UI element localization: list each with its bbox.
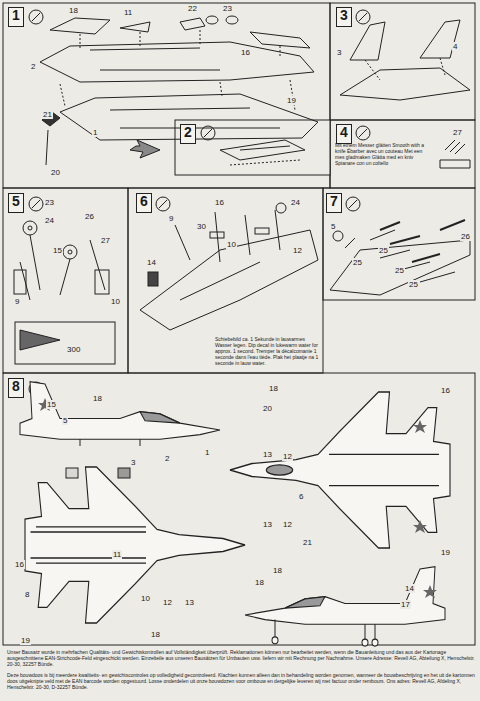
callout-number: 5 — [330, 222, 336, 231]
fuselage-underside — [140, 203, 318, 330]
callout-number: 15 — [46, 400, 57, 409]
step-number: 1 — [8, 7, 24, 27]
callout-number: 9 — [14, 297, 20, 306]
step-number: 2 — [180, 124, 196, 144]
callout-number: 23 — [44, 198, 55, 207]
smoothing-detail — [440, 140, 470, 168]
callout-number: 12 — [282, 520, 293, 529]
callout-number: 12 — [162, 598, 173, 607]
callout-number: 12 — [292, 246, 303, 255]
callout-number: 3 — [130, 458, 136, 467]
cockpit-part — [220, 140, 305, 165]
callout-number: 10 — [110, 297, 121, 306]
star-marks — [38, 398, 437, 598]
callout-number: 18 — [150, 630, 161, 639]
callout-number: 26 — [460, 232, 471, 241]
step-label: 4 — [337, 125, 351, 140]
step-label: 7 — [327, 194, 341, 209]
callout-number: 17 — [400, 600, 411, 609]
callout-number: 22 — [187, 4, 198, 13]
callout-number: 16 — [440, 386, 451, 395]
callout-number: 19 — [20, 636, 31, 645]
callout-number: 18 — [272, 566, 283, 575]
callout-number: 13 — [184, 598, 195, 607]
callout-number: 25 — [394, 266, 405, 275]
wing-stores — [330, 220, 470, 295]
callout-number: 2 — [30, 62, 36, 71]
landing-gear — [14, 221, 115, 364]
paint-icon — [29, 10, 370, 396]
step-number: 3 — [336, 7, 352, 27]
callout-number: 27 — [100, 236, 111, 245]
callout-number: 14 — [146, 258, 157, 267]
callout-number: 16 — [240, 48, 251, 57]
step-label: 2 — [181, 125, 195, 140]
callout-number: 3 — [336, 48, 342, 57]
step-label: 5 — [9, 194, 23, 209]
callout-number: 12 — [282, 452, 293, 461]
callout-number: 1 — [92, 128, 98, 137]
step-label: 6 — [137, 194, 151, 209]
callout-number: 10 — [226, 240, 237, 249]
callout-number: 18 — [68, 6, 79, 15]
callout-number: 24 — [44, 216, 55, 225]
callout-number: 25 — [378, 246, 389, 255]
step-label: 1 — [9, 8, 23, 23]
callout-number: 27 — [452, 128, 463, 137]
callout-number: 13 — [262, 520, 273, 529]
callout-number: 6 — [298, 492, 304, 501]
callout-number: 9 — [168, 214, 174, 223]
step-number: 4 — [336, 124, 352, 144]
step-number: 8 — [8, 378, 24, 398]
callout-number: 25 — [408, 280, 419, 289]
callout-number: 18 — [92, 394, 103, 403]
callout-number: 15 — [52, 246, 63, 255]
aircraft-views — [20, 382, 450, 646]
instruction-text: Unser Bausatz wurde in mehrfachen Qualit… — [6, 649, 476, 667]
callout-number: 14 — [404, 584, 415, 593]
callout-number: 21 — [302, 538, 313, 547]
callout-number: 21 — [42, 110, 53, 119]
instruction-text: Mit einem Messer glätten Smooth with a k… — [334, 142, 431, 166]
callout-number: 18 — [268, 384, 279, 393]
callout-number: 16 — [14, 560, 25, 569]
step-number: 6 — [136, 193, 152, 213]
callout-number: 13 — [262, 450, 273, 459]
step-label: 3 — [337, 8, 351, 23]
callout-number: 19 — [286, 96, 297, 105]
callout-number: 24 — [290, 198, 301, 207]
callout-number: 8 — [24, 590, 30, 599]
step-number: 7 — [326, 193, 342, 213]
callout-number: 10 — [140, 594, 151, 603]
callout-number: 23 — [222, 4, 233, 13]
instruction-text: Deze bouwdoos is bij meerdere kwaliteits… — [6, 672, 476, 690]
callout-number: 20 — [50, 168, 61, 177]
callout-number: 19 — [440, 548, 451, 557]
callout-number: 2 — [164, 454, 170, 463]
fuselage-parts — [40, 16, 318, 165]
colour-chips — [66, 468, 130, 478]
callout-number: 16 — [214, 198, 225, 207]
callout-number: 18 — [254, 578, 265, 587]
step-label: 8 — [9, 379, 23, 394]
callout-number: 300 — [66, 345, 81, 354]
callout-number: 4 — [452, 42, 458, 51]
callout-number: 30 — [196, 222, 207, 231]
callout-number: 20 — [262, 404, 273, 413]
tail-fins — [340, 20, 470, 100]
instruction-text: Schiebebild ca. 1 Sekunde in lauwarmes W… — [214, 336, 320, 366]
callout-number: 26 — [84, 212, 95, 221]
step-number: 5 — [8, 193, 24, 213]
callout-number: 5 — [62, 416, 68, 425]
callout-number: 11 — [112, 550, 122, 559]
callout-number: 1 — [204, 448, 210, 457]
callout-number: 25 — [352, 258, 363, 267]
callout-number: 11 — [123, 8, 133, 17]
